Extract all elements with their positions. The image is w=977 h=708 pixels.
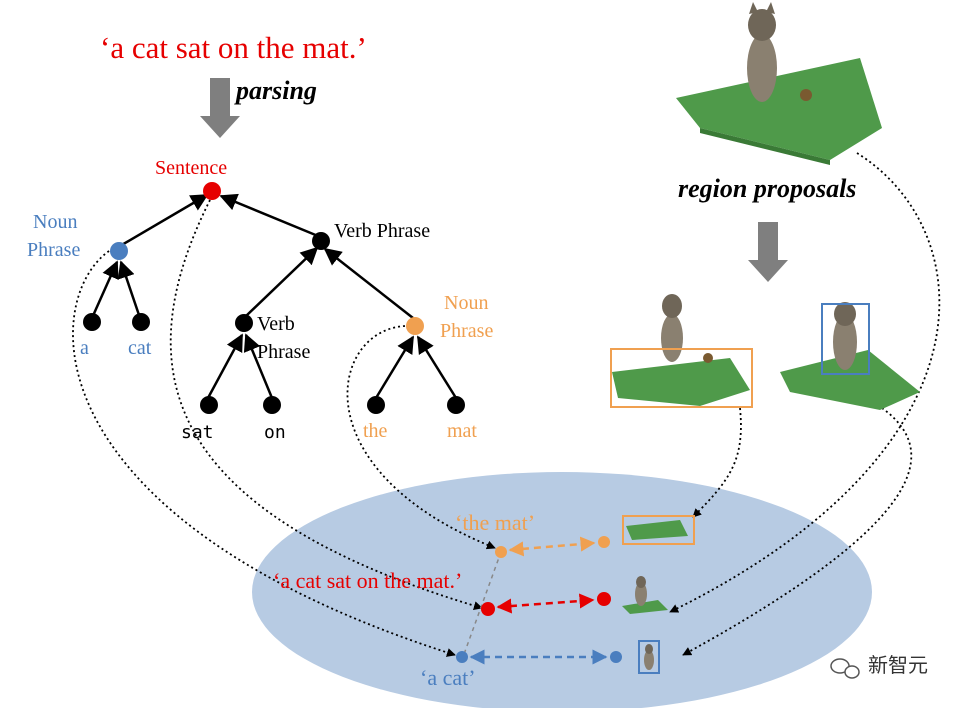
region-proposals-label: region proposals bbox=[678, 174, 857, 203]
np2-label-line1: Noun bbox=[444, 292, 489, 314]
word-node-mat bbox=[447, 396, 465, 414]
embedding-label-the-mat: ‘the mat’ bbox=[455, 510, 536, 535]
image-point-full bbox=[597, 592, 611, 606]
verb-phrase-node-1 bbox=[312, 232, 330, 250]
embedding-label-a-cat: ‘a cat’ bbox=[420, 665, 476, 690]
parsing-label: parsing bbox=[236, 76, 317, 105]
match-arrow-the-mat bbox=[508, 536, 596, 557]
embedding-point-sentence bbox=[481, 602, 495, 616]
watermark-text: 新智元 bbox=[868, 655, 928, 677]
word-node-a bbox=[83, 313, 101, 331]
input-sentence: ‘a cat sat on the mat.’ bbox=[100, 30, 367, 65]
word-mat: mat bbox=[447, 420, 477, 442]
region-proposal-mat bbox=[610, 294, 753, 408]
word-sat: sat bbox=[181, 422, 214, 443]
sentence-node bbox=[203, 182, 221, 200]
np1-label-line2: Phrase bbox=[27, 239, 81, 261]
vp2-label-line1: Verb bbox=[257, 313, 295, 335]
word-node-the bbox=[367, 396, 385, 414]
embedding-point-a-cat bbox=[456, 651, 468, 663]
image-to-embedding-connectors bbox=[669, 152, 941, 656]
image-point-cat bbox=[610, 651, 622, 663]
word-the: the bbox=[363, 420, 388, 442]
region-proposals-arrow-icon bbox=[748, 222, 788, 282]
embedding-label-sentence: ‘a cat sat on the mat.’ bbox=[273, 568, 463, 593]
np2-label-line2: Phrase bbox=[440, 320, 494, 342]
parsing-arrow-icon bbox=[200, 78, 240, 138]
match-arrow-sentence bbox=[496, 593, 595, 614]
wechat-icon bbox=[830, 658, 860, 679]
word-a: a bbox=[80, 337, 89, 359]
image-point-the-mat bbox=[598, 536, 610, 548]
parse-tree-edges bbox=[90, 193, 458, 399]
word-node-cat bbox=[132, 313, 150, 331]
embedding-point-the-mat bbox=[495, 546, 507, 558]
verb-phrase-node-2 bbox=[235, 314, 253, 332]
word-on: on bbox=[264, 422, 286, 443]
embedding-spine bbox=[462, 551, 502, 658]
root-label: Sentence bbox=[155, 157, 228, 179]
thumbnail-full bbox=[622, 576, 668, 614]
vp2-label-line2: Phrase bbox=[257, 341, 311, 363]
cat-on-mat-photo bbox=[676, 2, 882, 165]
embedding-space-ellipse bbox=[252, 472, 872, 708]
word-node-on bbox=[263, 396, 281, 414]
thumbnail-mat bbox=[622, 515, 695, 545]
np1-label-line1: Noun bbox=[33, 211, 78, 233]
word-cat: cat bbox=[128, 337, 152, 359]
region-proposal-cat bbox=[780, 302, 920, 410]
noun-phrase-node-1 bbox=[110, 242, 128, 260]
word-node-sat bbox=[200, 396, 218, 414]
noun-phrase-node-2 bbox=[406, 317, 424, 335]
thumbnail-cat bbox=[638, 640, 660, 674]
vp1-label: Verb Phrase bbox=[334, 220, 431, 242]
